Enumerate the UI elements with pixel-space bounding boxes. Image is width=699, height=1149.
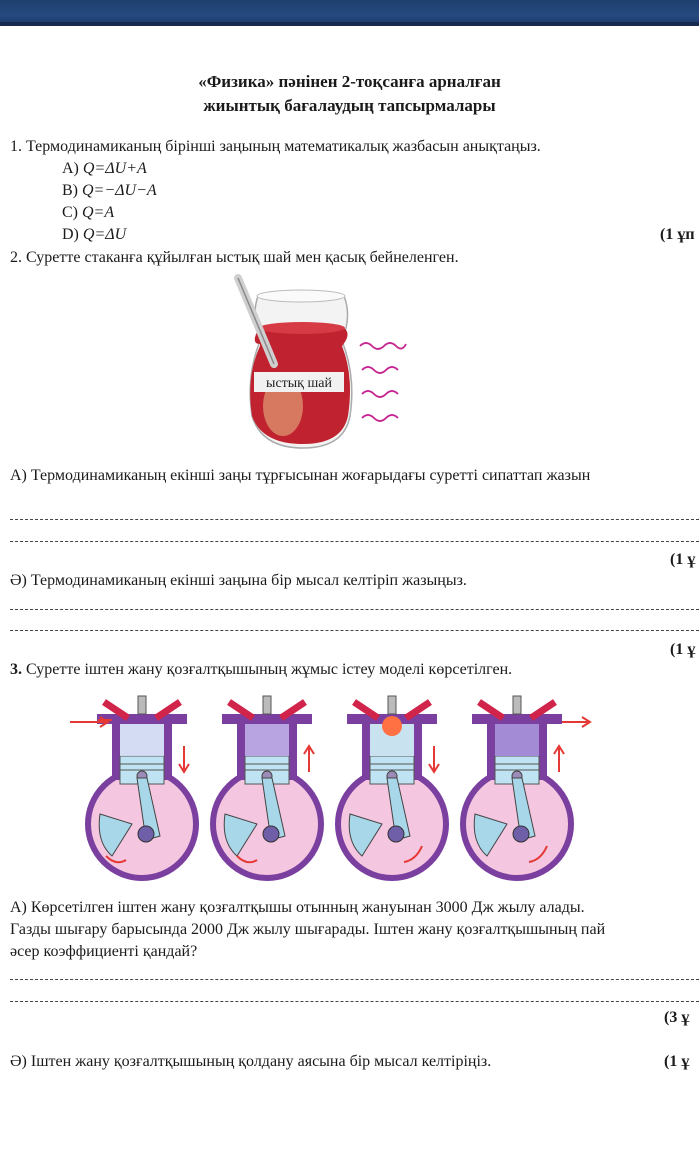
answer-line — [10, 541, 699, 542]
answer-line — [10, 630, 699, 631]
title-line-2: жиынтық бағалаудың тапсырмалары — [203, 96, 496, 115]
q3-part-a-score: (3 ұ — [664, 1009, 690, 1026]
q2-part-b: Ә) Термодинамиканың екінші заңына бір мы… — [10, 572, 467, 589]
q3-part-a-line-1: А) Көрсетілген іштен жану қозғалтқышы от… — [10, 899, 585, 916]
tea-glass-illustration: ыстық шай — [234, 274, 407, 449]
answer-line — [10, 1001, 699, 1002]
q1-option-b: B) Q=−ΔU−A — [62, 182, 157, 199]
q3-part-a-line-3: әсер коэффициенті қандай? — [10, 943, 198, 960]
tea-label: ыстық шай — [266, 376, 332, 391]
question-2-text: 2. Суретте стаканға құйылған ыстық шай м… — [10, 249, 459, 266]
engine-cycle-illustration — [70, 690, 592, 890]
q2-part-a-score: (1 ұ — [670, 551, 696, 568]
q1-option-c: C) Q=A — [62, 204, 115, 221]
q2-part-b-score: (1 ұ — [670, 641, 696, 658]
answer-line — [10, 519, 699, 520]
q3-part-a-line-2: Газды шығару барысында 2000 Дж жылу шыға… — [10, 921, 606, 938]
q1-score: (1 ұп — [660, 226, 695, 243]
q3-part-b-score: (1 ұ — [664, 1053, 690, 1070]
q2-part-a: А) Термодинамиканың екінші заңы тұрғысын… — [10, 467, 591, 484]
q3-part-b: Ә) Іштен жану қозғалтқышының қолдану аяс… — [10, 1053, 492, 1070]
top-bar — [0, 0, 699, 26]
answer-line — [10, 609, 699, 610]
q1-option-a: A) Q=ΔU+A — [62, 160, 147, 177]
question-3-text: 3. Суретте іштен жану қозғалтқышының жұм… — [10, 661, 513, 678]
answer-line — [10, 979, 699, 980]
q1-option-d: D) Q=ΔU — [62, 226, 127, 243]
question-1-text: 1. Термодинамиканың бірінші заңының мате… — [10, 138, 541, 155]
title-line-1: «Физика» пәнінен 2-тоқсанға арналған — [198, 72, 501, 91]
